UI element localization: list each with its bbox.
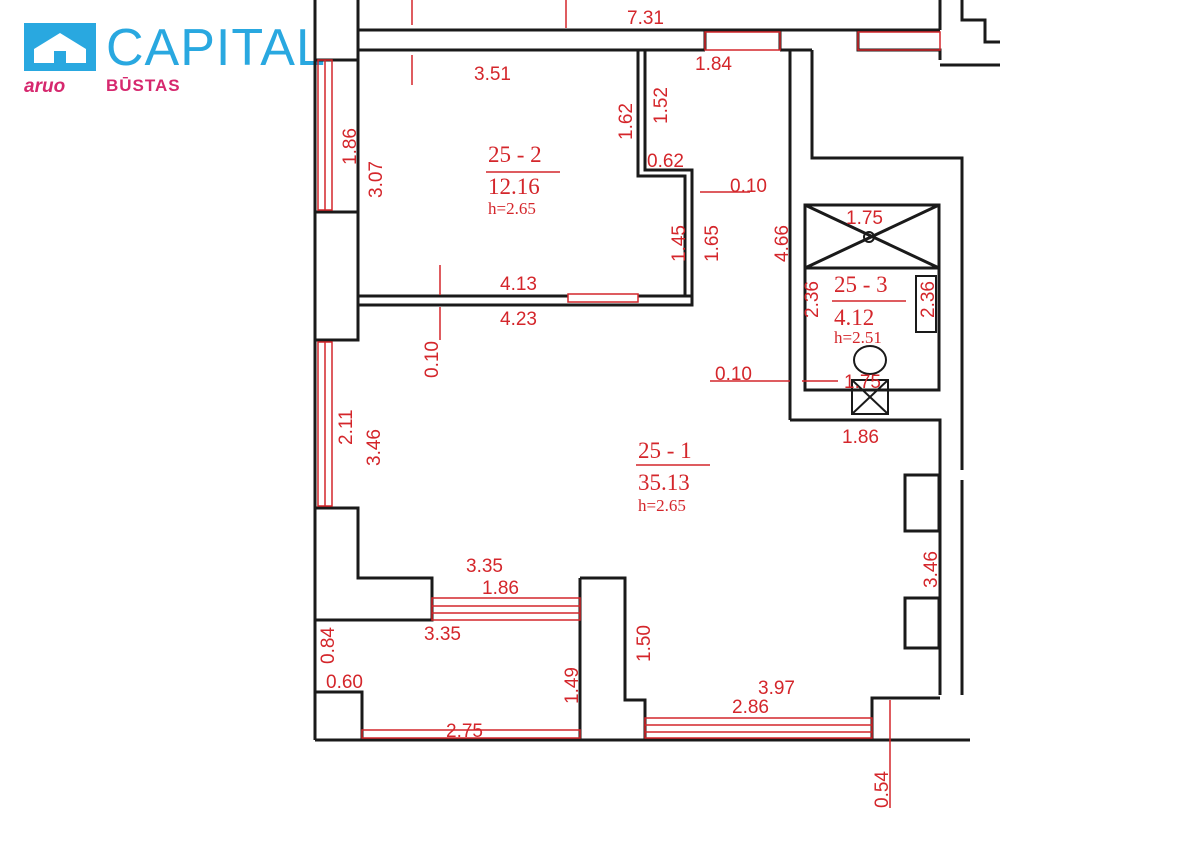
dimension-label: 0.84	[318, 627, 339, 664]
room-25-2-area: 12.16	[488, 174, 540, 199]
dimension-label: 7.31	[627, 8, 664, 29]
dimension-label: 0.10	[422, 341, 443, 378]
room-labels: 25 - 2 12.16 h=2.65 25 - 1 35.13 h=2.65 …	[486, 142, 906, 515]
logo-bustas-text: BŪSTAS	[106, 76, 181, 95]
dimension-label: 3.46	[364, 429, 385, 466]
capital-logo: CAPITAL aruo BŪSTAS	[22, 19, 325, 100]
room-25-1-id: 25 - 1	[638, 438, 692, 463]
logo-aruo-text: aruo	[24, 76, 66, 97]
dimension-label: 2.86	[732, 697, 769, 718]
fixtures	[851, 231, 937, 415]
dimension-label: 1.86	[340, 128, 361, 165]
dimension-label: 2.36	[918, 281, 939, 318]
logo-wordmark: CAPITAL	[106, 19, 326, 77]
room-25-2-height: h=2.65	[488, 199, 536, 218]
dimension-label: 1.75	[846, 208, 883, 229]
dimension-label: 2.75	[446, 721, 483, 742]
dimension-label: 4.66	[772, 225, 793, 262]
dimension-label: 1.50	[634, 625, 655, 662]
dimension-labels: 7.31 3.51 1.84 1.86 3.07 1.62 1.52 0.62 …	[318, 8, 942, 808]
dimension-label: 4.13	[500, 274, 537, 295]
dimension-label: 1.84	[695, 54, 732, 75]
room-25-3-area: 4.12	[834, 305, 874, 330]
room-25-1-height: h=2.65	[638, 496, 686, 515]
dimension-label: 3.46	[921, 551, 942, 588]
dimension-label: 3.07	[366, 161, 387, 198]
dimension-label: 0.62	[647, 151, 684, 172]
dimension-lines	[411, 0, 891, 808]
dimension-label: 1.65	[702, 225, 723, 262]
room-25-1-area: 35.13	[638, 470, 690, 495]
windows	[317, 31, 941, 739]
walls	[313, 0, 1000, 742]
dimension-label: 1.86	[482, 578, 519, 599]
dimension-label: 1.75	[844, 372, 881, 393]
dimension-label: 1.49	[562, 667, 583, 704]
dimension-label: 1.86	[842, 427, 879, 448]
dimension-label: 3.97	[758, 678, 795, 699]
dimension-label: 0.10	[715, 364, 752, 385]
room-25-3-height: h=2.51	[834, 328, 882, 347]
dimension-label: 4.23	[500, 309, 537, 330]
room-25-3-id: 25 - 3	[834, 272, 888, 297]
dimension-label: 1.52	[651, 87, 672, 124]
dimension-label: 2.11	[336, 409, 357, 445]
dimension-label: 1.45	[669, 225, 690, 262]
dimension-label: 3.35	[466, 556, 503, 577]
house-logo-icon	[24, 23, 96, 71]
dimension-label: 2.36	[802, 281, 823, 318]
room-25-2-id: 25 - 2	[488, 142, 542, 167]
dimension-label: 0.60	[326, 672, 363, 693]
dimension-label: 3.51	[474, 64, 511, 85]
dimension-label: 1.62	[616, 103, 637, 140]
dimension-label: 0.10	[730, 176, 767, 197]
dimension-label: 3.35	[424, 624, 461, 645]
dimension-label: 0.54	[872, 771, 893, 808]
